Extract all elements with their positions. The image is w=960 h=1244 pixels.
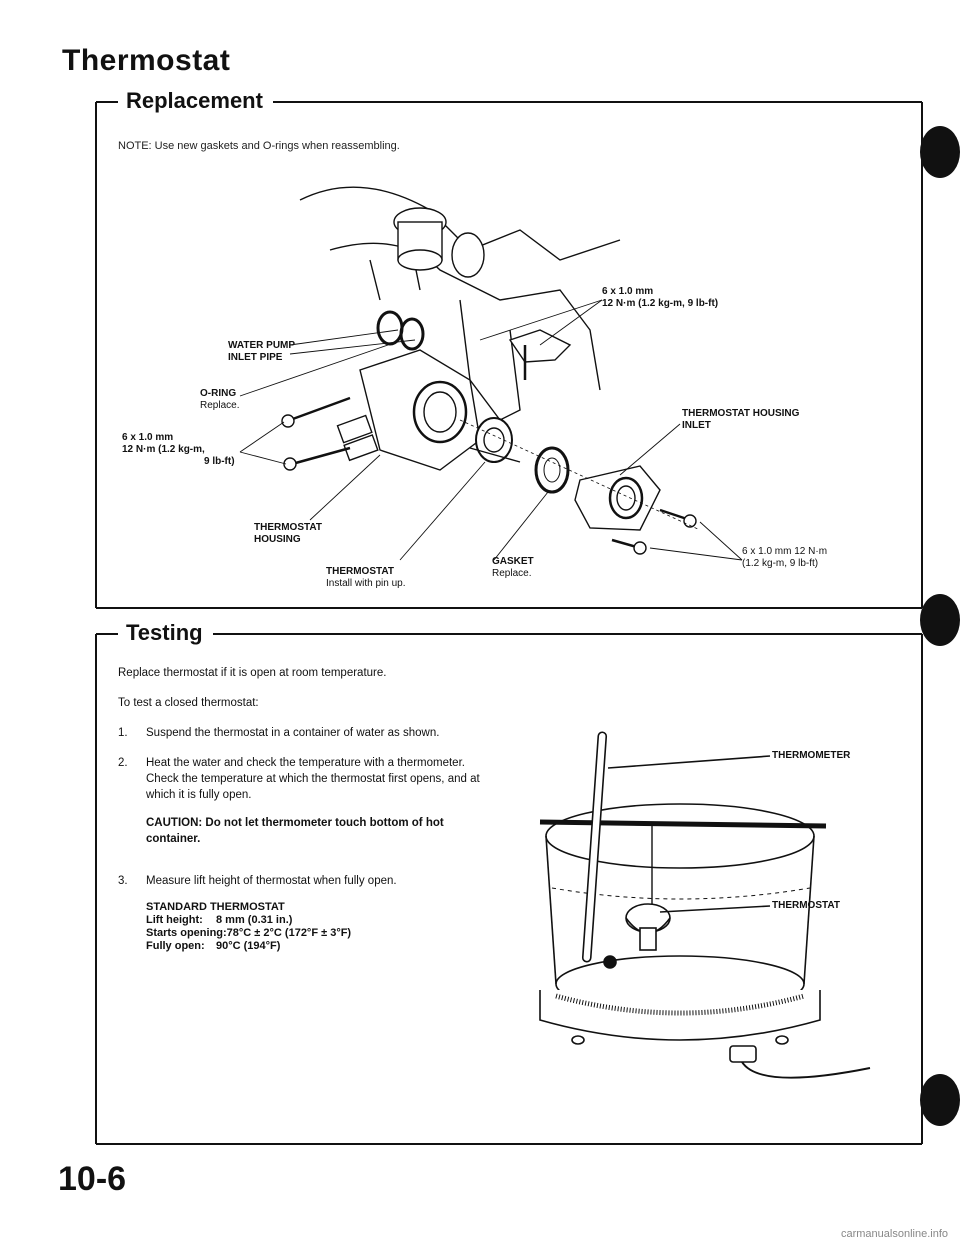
bolt-top-label: 6 x 1.0 mm 12 N·m (1.2 kg-m, 9 lb-ft) [602,286,718,310]
water-pump-label: WATER PUMP INLET PIPE [228,340,295,364]
bolt-left-label: 6 x 1.0 mm 12 N·m (1.2 kg-m, 9 lb-ft) [122,432,235,468]
housing-inlet-label: THERMOSTAT HOUSING INLET [682,408,799,432]
replacement-note: NOTE: Use new gaskets and O-rings when r… [118,140,400,152]
replacement-heading: Replacement [118,88,273,114]
spec-key: Lift height: [146,914,203,926]
spec-value: 78°C ± 2°C (172°F ± 3°F) [226,927,352,939]
spec-row: Fully open: 90°C (194°F) [146,940,488,953]
step-1-num: 1. [118,727,128,739]
housing-inlet-sub: INLET [682,420,711,431]
spec-row: Lift height: 8 mm (0.31 in.) [146,914,488,927]
spec-value: 8 mm (0.31 in.) [216,914,293,926]
housing-title: THERMOSTAT [254,522,322,533]
gasket-label: GASKET Replace. [492,556,534,580]
page-title: Thermostat [62,44,231,77]
gasket-sub: Replace. [492,568,532,579]
spec-table: STANDARD THERMOSTAT Lift height: 8 mm (0… [146,901,488,953]
oring-title: O-RING [200,388,237,399]
gasket-title: GASKET [492,556,534,567]
caution-note: CAUTION: Do not let thermometer touch bo… [146,817,444,845]
spec-key: Fully open: [146,940,205,952]
thermostat-title: THERMOSTAT [326,566,394,577]
step-3-body: Measure lift height of thermostat when f… [146,873,488,953]
spec-title: STANDARD THERMOSTAT [146,901,285,913]
step-2-body: Heat the water and check the temperature… [146,755,488,859]
bolt-right-size: 6 x 1.0 mm 12 N·m [742,546,828,557]
water-pump-title: WATER PUMP [228,340,296,351]
bolt-left-size: 6 x 1.0 mm [122,432,174,443]
page-number: 10-6 [58,1160,127,1198]
thermostat-label: THERMOSTAT Install with pin up. [326,566,406,590]
testing-intro: Replace thermostat if it is open at room… [118,667,387,679]
footer-watermark: carmanualsonline.info [840,1228,948,1240]
housing-sub: HOUSING [254,534,301,545]
bolt-left-torque-2: 9 lb-ft) [204,456,235,467]
step-3-text: Measure lift height of thermostat when f… [146,875,397,887]
test-thermostat-label: THERMOSTAT [772,900,840,911]
testing-intro-2: To test a closed thermostat: [118,697,259,709]
step-2-num: 2. [118,757,128,769]
spec-row: Starts opening: 78°C ± 2°C (172°F ± 3°F) [146,927,488,940]
bolt-left-torque: 12 N·m (1.2 kg-m, [122,444,205,455]
testing-instructions: Replace thermostat if it is open at room… [118,665,488,967]
step-3: 3. Measure lift height of thermostat whe… [118,873,488,953]
water-pump-sub: INLET PIPE [228,352,283,363]
step-1-text: Suspend the thermostat in a container of… [146,727,440,739]
step-3-num: 3. [118,875,128,887]
housing-label: THERMOSTAT HOUSING [254,522,322,546]
bolt-top-size: 6 x 1.0 mm [602,286,654,297]
spec-key: Starts opening: [146,927,227,939]
step-2: 2. Heat the water and check the temperat… [118,755,488,859]
thermometer-label: THERMOMETER [772,750,851,761]
spec-value: 90°C (194°F) [216,940,281,952]
oring-label: O-RING Replace. [200,388,239,412]
testing-heading: Testing [118,620,213,646]
bolt-right-label: 6 x 1.0 mm 12 N·m (1.2 kg-m, 9 lb-ft) [742,546,827,570]
oring-sub: Replace. [200,400,240,411]
bolt-top-torque: 12 N·m (1.2 kg-m, 9 lb-ft) [602,298,719,309]
step-1: 1. Suspend the thermostat in a container… [118,725,488,741]
bolt-right-torque: (1.2 kg-m, 9 lb-ft) [742,558,819,569]
housing-inlet-title: THERMOSTAT HOUSING [682,408,800,419]
thermostat-sub: Install with pin up. [326,578,406,589]
step-2-text: Heat the water and check the temperature… [146,757,480,801]
